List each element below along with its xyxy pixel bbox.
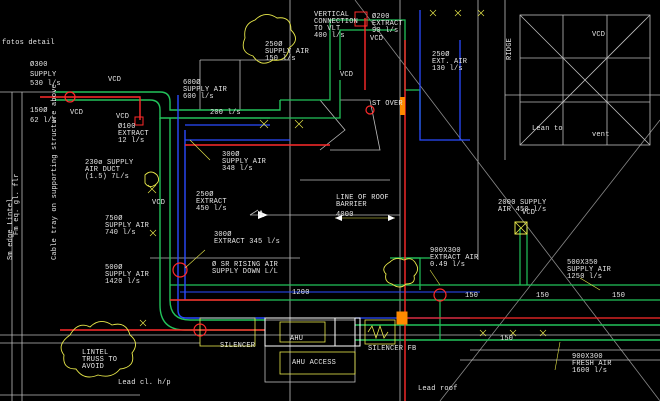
label-sq-150: 150Ø xyxy=(30,107,48,115)
label-lead-roof: Lead roof xyxy=(418,385,458,393)
fan-symbols xyxy=(64,91,447,337)
label-vent: vent xyxy=(592,131,610,139)
label-supply-500: 500Ø SUPPLY AIR 1420 l/s xyxy=(105,264,150,286)
fresh-air-ductwork xyxy=(40,18,660,401)
height-note: Fm eq. gl. flr xyxy=(13,173,21,235)
label-1000: 1200 xyxy=(292,289,310,297)
label-ahu: AHU xyxy=(290,335,304,343)
label-top-extract: VERTICAL CONNECTION TO VLT 400 l/s xyxy=(314,11,359,40)
label-supply-750: 750Ø SUPPLY AIR 740 l/s xyxy=(105,215,150,237)
dimension-lines xyxy=(184,139,601,371)
label-supply-300: 300Ø SUPPLY AIR 348 l/s xyxy=(222,151,267,173)
label-extract-12: Ø100 EXTRACT 12 l/s xyxy=(118,123,149,145)
label-lean-to: Lean to xyxy=(532,125,563,133)
label-duct-2c: 230ø SUPPLY AIR DUCT (1.5) 7L/s xyxy=(85,159,134,181)
header-note: fotos detail xyxy=(2,39,55,47)
label-vcd-e: VCD xyxy=(340,71,354,79)
label-st-over: ST OVER xyxy=(372,100,403,108)
label-extract-250r: 250Ø EXT. AIR 130 l/s xyxy=(432,51,468,73)
label-extract-250: 250Ø EXTRACT 450 l/s xyxy=(196,191,227,213)
label-supply-left-qty: 530 l/s xyxy=(30,80,61,88)
wall-note: Cable tray on supporting structure above xyxy=(51,83,59,260)
label-dim-150b: 150 xyxy=(612,292,626,300)
label-silencer-left: SILENCER xyxy=(220,342,256,350)
label-node-a: A xyxy=(258,210,265,221)
label-extract-top: Ø200 EXTRACT 90 l/s xyxy=(372,13,403,35)
label-supply-250: 250Ø SUPPLY AIR 150 l/s xyxy=(265,41,310,63)
label-dim-150a: 150 xyxy=(536,292,550,300)
label-scale-note: Lead cl. h/p xyxy=(118,379,171,387)
extract-ductwork xyxy=(177,10,480,319)
label-sq-dia-left: Ø300 xyxy=(30,61,48,69)
label-vcd-a: VCD xyxy=(108,76,122,84)
label-dim-150c: 150 xyxy=(465,292,479,300)
label-supply-500r: 500X350 SUPPLY AIR 1250 l/s xyxy=(567,259,612,281)
label-ahu-access: AHU ACCESS xyxy=(292,359,337,367)
label-extract-300: 300Ø EXTRACT 345 l/s xyxy=(214,231,281,246)
flow-arrows xyxy=(258,211,395,221)
label-vcd-d: VCD xyxy=(152,199,166,207)
label-sq-150-qty: 62 l/s xyxy=(30,117,57,125)
lintel-note: Sm edge Lintel xyxy=(7,198,15,260)
label-line-of-roof: LINE OF ROOF BARRIER xyxy=(336,194,389,209)
label-vcd-b: VCD xyxy=(70,109,84,117)
label-lintel-truss: LINTEL TRUSS TO AVOID xyxy=(82,349,118,371)
label-silencer-right: SILENCER FB xyxy=(368,345,417,353)
plant-equipment xyxy=(134,11,528,375)
diffuser-symbols xyxy=(139,9,547,337)
label-vcd-h: VCD xyxy=(522,209,536,217)
label-dim-150d: 150 xyxy=(500,335,514,343)
label-duct-200: 200 l/s xyxy=(210,109,241,117)
label-vcd-g: VCD xyxy=(592,31,606,39)
label-supply-2000: 2000 SUPPLY AIR 450 l/s xyxy=(498,199,547,214)
label-supply-600: 600Ø SUPPLY AIR 600 l/s xyxy=(183,79,228,101)
label-vcd-c: VCD xyxy=(116,113,130,121)
label-ridge: RIDGE xyxy=(506,37,514,60)
label-supply-left: SUPPLY xyxy=(30,71,57,79)
label-rising-air: Ø SR RISING AIR SUPPLY DOWN L/L xyxy=(212,261,279,276)
label-extract-900: 900X300 EXTRACT AIR 0.49 l/s xyxy=(430,247,479,269)
label-vcd-f: VCD xyxy=(370,35,384,43)
label-dim-4000: 4000 xyxy=(336,211,354,219)
revision-clouds xyxy=(60,14,419,378)
label-fresh-900: 900X300 FRESH AIR 1600 l/s xyxy=(572,353,612,375)
